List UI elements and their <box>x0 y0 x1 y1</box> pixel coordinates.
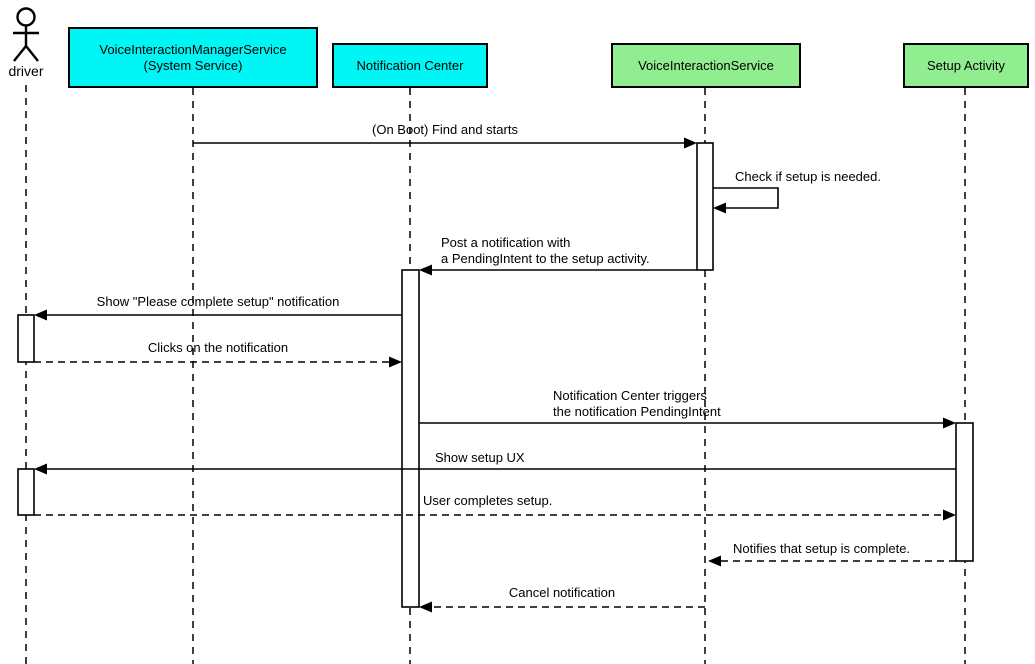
participant-label-voiceinteractionmanagerservice: VoiceInteractionManagerService (System S… <box>99 41 287 73</box>
message-label-on-boot-find-and-starts: (On Boot) Find and starts <box>372 122 518 137</box>
message-label-cancel-notification: Cancel notification <box>508 585 616 600</box>
message-label-show-setup-notification: Show "Please complete setup" notificatio… <box>96 294 340 309</box>
activation-driver-1 <box>17 314 35 363</box>
message-label-post-notification: Post a notification with a PendingIntent… <box>441 235 650 266</box>
message-arrow-trigger-pendingintent <box>419 417 956 429</box>
message-arrow-check-if-setup-needed <box>713 187 779 214</box>
activation-notification-center <box>401 269 420 608</box>
participant-box-notification-center: Notification Center <box>332 43 488 88</box>
message-arrow-post-notification <box>419 264 697 276</box>
actor-label-driver: driver <box>8 63 44 79</box>
message-label-check-if-setup-needed: Check if setup is needed. <box>735 169 881 184</box>
message-arrow-show-setup-ux <box>34 463 956 475</box>
message-arrow-clicks-notification <box>34 356 402 368</box>
message-label-user-completes-setup: User completes setup. <box>423 493 553 508</box>
participant-box-voiceinteractionservice: VoiceInteractionService <box>611 43 801 88</box>
message-arrow-notifies-setup-complete <box>708 555 956 567</box>
participant-label-setup-activity: Setup Activity <box>926 57 1006 73</box>
message-label-clicks-notification: Clicks on the notification <box>147 340 289 355</box>
participant-label-notification-center: Notification Center <box>356 57 464 73</box>
message-label-trigger-pendingintent: Notification Center triggers the notific… <box>553 388 721 419</box>
message-label-notifies-setup-complete: Notifies that setup is complete. <box>733 541 911 556</box>
participant-box-setup-activity: Setup Activity <box>903 43 1029 88</box>
message-label-show-setup-ux: Show setup UX <box>435 450 525 465</box>
activation-driver-2 <box>17 468 35 516</box>
activation-voiceinteractionservice <box>696 142 714 271</box>
activation-setup-activity <box>955 422 974 562</box>
actor-driver-figure <box>13 7 39 62</box>
message-arrow-show-setup-notification <box>34 309 402 321</box>
message-arrow-on-boot-find-and-starts <box>193 137 697 149</box>
message-arrow-user-completes-setup <box>34 509 956 521</box>
participant-label-voiceinteractionservice: VoiceInteractionService <box>638 57 774 73</box>
participant-box-voiceinteractionmanagerservice: VoiceInteractionManagerService (System S… <box>68 27 318 88</box>
message-arrow-cancel-notification <box>419 601 705 613</box>
